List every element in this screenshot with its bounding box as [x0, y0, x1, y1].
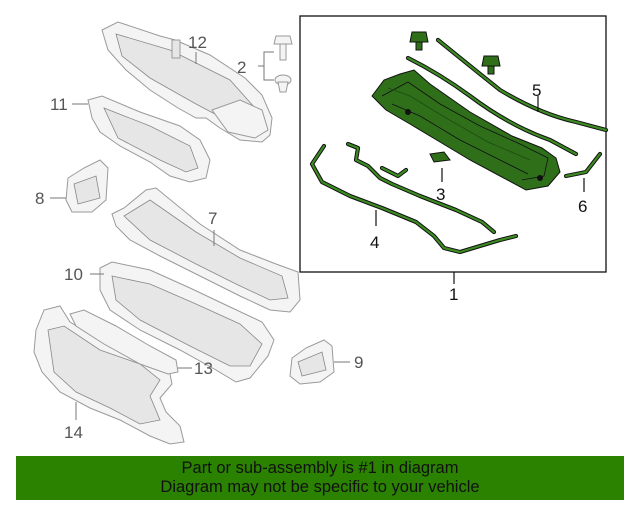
part-11-dash-insulator[interactable]: [72, 95, 211, 183]
callout-2: 2: [237, 58, 246, 77]
part-3-seal[interactable]: [429, 151, 451, 182]
part-1-cowl-vent-panel[interactable]: [371, 69, 561, 191]
part-8-bracket[interactable]: [50, 159, 109, 213]
callout-1: 1: [449, 285, 458, 304]
callout-6: 6: [578, 197, 587, 216]
clip-top-left[interactable]: [409, 31, 429, 51]
footer-line-1: Part or sub-assembly is #1 in diagram: [181, 459, 459, 477]
callout-12: 12: [188, 33, 207, 52]
part-13-seal[interactable]: [69, 309, 192, 375]
part-2-fastener[interactable]: [258, 35, 293, 93]
callout-14: 14: [64, 423, 83, 442]
callout-11: 11: [50, 95, 68, 114]
part-9-bracket[interactable]: [289, 339, 350, 385]
part-4-seal-strip[interactable]: [309, 141, 519, 255]
assembly-1-frame: [299, 15, 607, 273]
part-7-cowl-top-panel[interactable]: [111, 187, 301, 313]
part-6-side-seal[interactable]: [563, 151, 603, 192]
callout-8: 8: [35, 189, 44, 208]
callout-3: 3: [436, 185, 445, 204]
callout-5: 5: [532, 81, 541, 100]
callout-7: 7: [208, 209, 217, 228]
callout-13: 13: [194, 359, 213, 378]
footer-line-2: Diagram may not be specific to your vehi…: [160, 478, 480, 496]
part-10-lower-cowl-panel[interactable]: [90, 261, 275, 383]
part-12-dash-upper-panel[interactable]: [101, 21, 273, 143]
clip-top-right[interactable]: [481, 55, 501, 75]
callout-10: 10: [64, 265, 83, 284]
callout-9: 9: [354, 353, 363, 372]
callout-4: 4: [370, 233, 379, 252]
footer-banner: Part or sub-assembly is #1 in diagram Di…: [16, 456, 624, 500]
part-5-weatherstrip[interactable]: [405, 37, 609, 157]
